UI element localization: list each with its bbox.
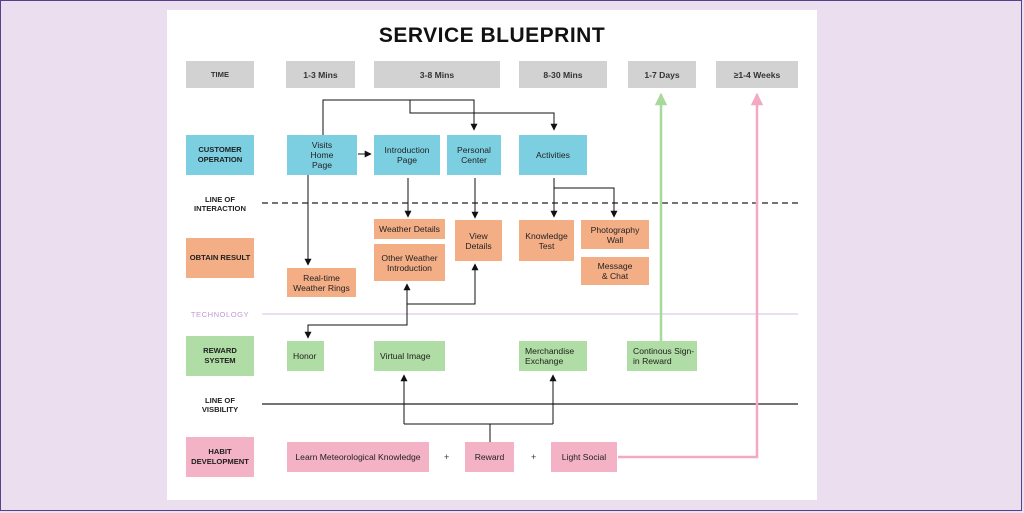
honor-box: Honor (287, 341, 324, 371)
lane-obtain-result: OBTAIN RESULT (186, 238, 254, 278)
message-chat-box: Message & Chat (581, 257, 649, 285)
line-of-visibility-label: LINE OF VISBILITY (201, 396, 239, 414)
plus-sign-1: + (444, 452, 450, 462)
time-slot-4: 1-7 Days (628, 61, 696, 88)
merchandise-exchange-box: Merchandise Exchange (519, 341, 587, 371)
virtual-image-box: Virtual Image (374, 341, 445, 371)
personal-center-box: Personal Center (447, 135, 501, 175)
weather-details-box: Weather Details (374, 219, 445, 239)
time-slot-2: 3-8 Mins (374, 61, 500, 88)
photography-wall-box: Photography Wall (581, 220, 649, 249)
reward-box: Reward (465, 442, 514, 472)
time-slot-5: ≥1-4 Weeks (716, 61, 798, 88)
page-title: SERVICE BLUEPRINT (378, 24, 606, 47)
view-details-box: View Details (455, 220, 502, 261)
time-slot-3: 8-30 Mins (519, 61, 607, 88)
visits-home-page-box: Visits Home Page (287, 135, 357, 175)
technology-label: TECHNOLOGY (190, 310, 250, 319)
lane-habit-development: HABIT DEVELOPMENT (186, 437, 254, 477)
other-weather-introduction-box: Other Weather Introduction (374, 244, 445, 281)
time-label: TIME (186, 61, 254, 88)
knowledge-test-box: Knowledge Test (519, 220, 574, 261)
introduction-page-box: Introduction Page (374, 135, 440, 175)
activities-box: Activities (519, 135, 587, 175)
lane-reward-system: REWARD SYSTEM (186, 336, 254, 376)
time-slot-1: 1-3 Mins (286, 61, 355, 88)
lane-customer-operation: CUSTOMER OPERATION (186, 135, 254, 175)
plus-sign-2: + (531, 452, 537, 462)
learn-meteorological-knowledge-box: Learn Meteorological Knowledge (287, 442, 429, 472)
light-social-box: Light Social (551, 442, 617, 472)
realtime-weather-rings-box: Real-time Weather Rings (287, 268, 356, 297)
continous-signin-reward-box: Continous Sign-in Reward (627, 341, 697, 371)
line-of-interaction-label: LINE OF INTERACTION (194, 195, 246, 213)
